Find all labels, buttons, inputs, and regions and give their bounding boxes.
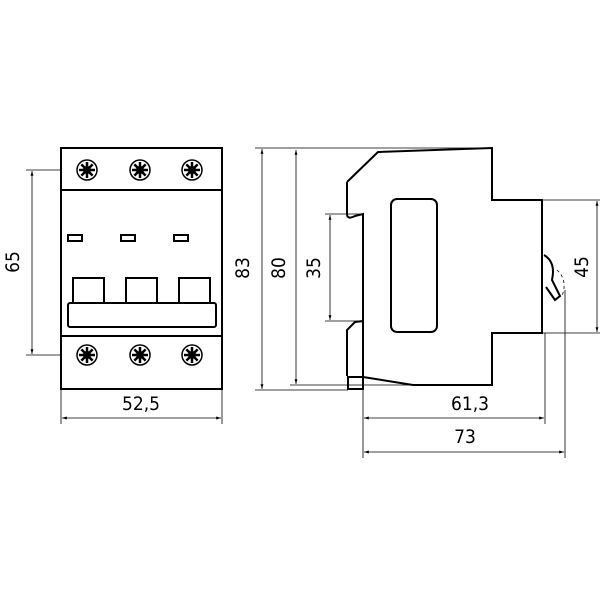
dim-73-label: 73: [454, 426, 476, 448]
handle: [72, 277, 105, 304]
screw-icon: [181, 344, 203, 366]
screw-icon: [181, 159, 203, 181]
side-view: 83 80 35 45 61,3 73: [232, 146, 600, 458]
indicator-window: [67, 234, 83, 242]
indicator-window: [120, 234, 136, 242]
toggle-lever-alt: [556, 269, 565, 297]
din-clip: [347, 376, 364, 390]
dim-80-label: 80: [268, 257, 290, 279]
dim-52-5-label: 52,5: [122, 393, 160, 415]
side-body-outline: [346, 146, 543, 386]
screw-icon: [129, 159, 151, 181]
dim-45-label: 45: [571, 256, 593, 278]
front-view: 65 52,5: [2, 147, 223, 424]
indicator-window: [173, 234, 189, 242]
toggle-handles: [67, 277, 217, 328]
handle-bar: [67, 302, 217, 328]
dim-35-label: 35: [303, 257, 325, 279]
handle: [178, 277, 211, 304]
side-window: [390, 198, 438, 333]
screw-icon: [76, 344, 98, 366]
indicator-windows: [67, 234, 189, 242]
terminal-screws: [76, 159, 203, 366]
front-body: [60, 147, 223, 390]
dim-65-label: 65: [2, 251, 24, 273]
handle: [125, 277, 158, 304]
screw-icon: [76, 159, 98, 181]
dim-83-label: 83: [232, 257, 254, 279]
toggle-lever: [543, 254, 562, 302]
screw-icon: [129, 344, 151, 366]
dim-61-3-label: 61,3: [451, 393, 489, 415]
